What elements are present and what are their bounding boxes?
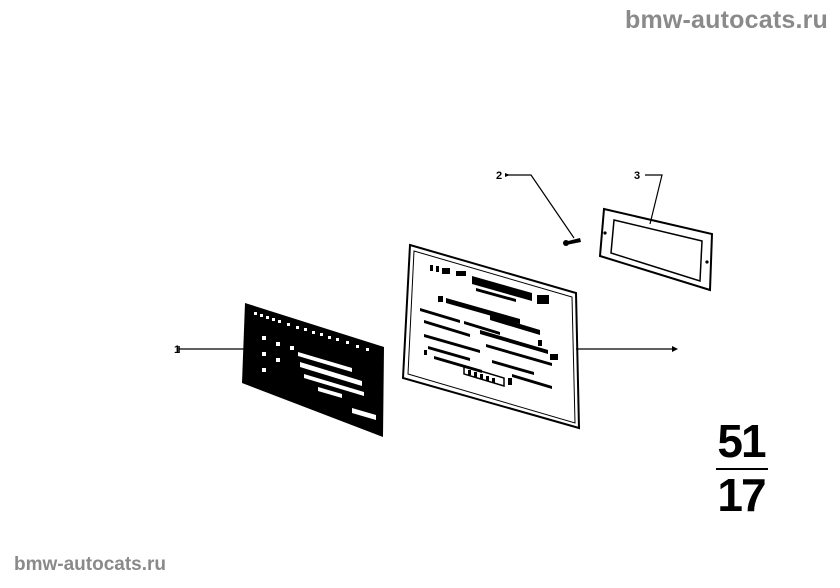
watermark-bottom: bmw-autocats.ru [14,554,167,575]
plate-dark-markings [254,312,376,420]
plate-dark[interactable] [242,303,384,437]
plate-main[interactable] [401,243,581,430]
sheet-divider [716,468,768,470]
sheet-subgroup-number: 17 [717,469,766,521]
sheet-group-number: 51 [717,415,766,467]
callout-2: 2 [496,170,502,182]
rivet[interactable] [563,238,581,246]
callout-1: 1 [174,344,180,356]
watermark-top: bmw-autocats.ru [624,6,828,34]
plate-main-markings [420,265,558,389]
frame[interactable] [598,207,714,292]
callout-3: 3 [634,170,640,182]
